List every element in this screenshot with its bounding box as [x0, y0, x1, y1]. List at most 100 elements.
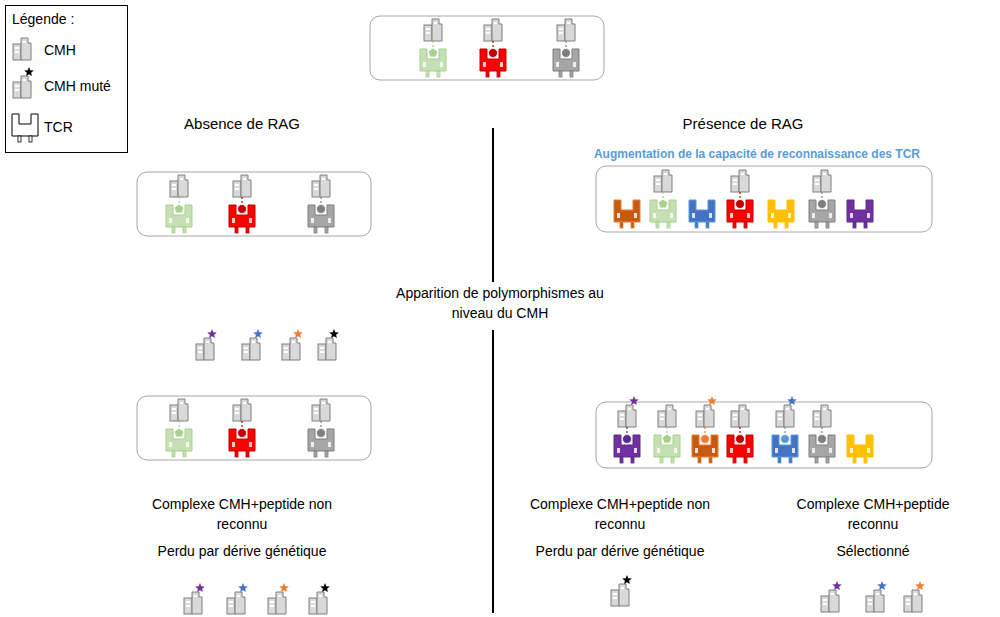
mhc-notch — [778, 414, 782, 416]
mhc-chain — [813, 176, 821, 192]
tcr-body — [847, 200, 873, 222]
mhc-notch — [668, 408, 671, 410]
tcr-leg — [826, 457, 829, 463]
tcr-mark — [657, 448, 660, 453]
mhc-chain — [618, 411, 626, 427]
tcr-body — [727, 200, 753, 222]
mhc-notch — [868, 599, 872, 601]
mhc-notch — [229, 605, 233, 607]
mhc-notch — [244, 347, 248, 349]
mhc-notch — [328, 341, 331, 343]
mhc-notch — [252, 341, 255, 343]
binding-dash — [178, 421, 179, 428]
mhc-chain — [619, 584, 629, 606]
mhc-chain — [662, 170, 672, 192]
mhc-notch — [823, 173, 826, 175]
tcr-mark — [829, 448, 832, 453]
tcr-mark — [634, 448, 637, 453]
tcr-leg — [698, 457, 701, 463]
tcr-body — [847, 435, 873, 457]
tcr-leg — [235, 227, 238, 233]
mhc-icon — [821, 581, 842, 612]
mhc-notch — [278, 595, 281, 597]
mhc-notch — [237, 595, 240, 597]
tcr-leg — [656, 222, 659, 228]
mutation-star — [24, 67, 34, 76]
tcr-mark — [232, 218, 235, 223]
tcr-leg — [235, 451, 238, 457]
mhc-notch — [243, 402, 246, 404]
mhc-notch — [15, 89, 19, 91]
mhc-notch — [314, 412, 318, 414]
mhc-icon — [813, 170, 831, 192]
tcr-icon — [650, 200, 676, 228]
binding-dash — [320, 197, 321, 204]
mhc-notch — [559, 32, 563, 34]
mutation-star — [293, 329, 303, 338]
tcr-mark — [249, 218, 252, 223]
tcr-body — [772, 435, 798, 457]
tcr-icon — [768, 200, 794, 228]
mhc-icon — [618, 396, 639, 427]
mhc-notch — [698, 414, 702, 416]
peptide — [238, 205, 247, 214]
mhc-notch — [15, 47, 19, 49]
mhc-chain — [318, 344, 326, 360]
tcr-leg — [744, 457, 747, 463]
tcr-leg — [815, 457, 818, 463]
mhc-chain — [227, 598, 235, 614]
outcome-text: Complexe CMH+peptide non reconnu — [142, 494, 342, 534]
tcr-icon — [229, 205, 255, 233]
mhc-notch — [567, 22, 570, 24]
mhc-chain — [13, 44, 21, 60]
tcr-icon — [809, 435, 835, 463]
tcr-body — [166, 429, 192, 451]
tcr-mark — [653, 213, 656, 218]
mhc-chain — [326, 338, 336, 360]
mhc-chain — [739, 170, 749, 192]
tcr-leg — [706, 222, 709, 228]
mhc-notch — [284, 347, 288, 349]
tcr-mark — [674, 448, 677, 453]
mutation-star — [207, 329, 217, 338]
mhc-icon — [282, 329, 303, 360]
peptide — [818, 435, 827, 444]
tcr-leg — [695, 222, 698, 228]
tcr-leg — [826, 222, 829, 228]
binding-dash — [662, 192, 663, 199]
peptide — [781, 435, 790, 444]
tcr-leg — [815, 222, 818, 228]
tcr-body — [420, 49, 446, 71]
mhc-chain — [290, 338, 300, 360]
mhc-chain — [196, 344, 204, 360]
mutation-star — [707, 396, 717, 405]
legend-text: CMH — [44, 40, 76, 60]
mhc-icon — [654, 170, 672, 192]
outcome-text: Perdu par dérive génétique — [500, 541, 740, 561]
tcr-mark — [186, 218, 189, 223]
mhc-chain — [250, 338, 260, 360]
mhc-chain — [731, 411, 739, 427]
highlight-note: Augmentation de la capacité de reconnais… — [547, 144, 967, 164]
tcr-mark — [775, 448, 778, 453]
mhc-chain — [233, 181, 241, 197]
mhc-chain — [866, 596, 874, 612]
tcr-leg — [671, 457, 674, 463]
mhc-chain — [242, 344, 250, 360]
tcr-icon — [166, 205, 192, 233]
mhc-chain — [904, 596, 912, 612]
tcr-leg — [853, 222, 856, 228]
mhc-chain — [317, 592, 327, 614]
mhc-chain — [178, 399, 188, 421]
mhc-notch — [823, 599, 827, 601]
tcr-body — [229, 205, 255, 227]
mhc-chain — [776, 411, 784, 427]
mhc-notch — [15, 51, 19, 53]
legend-heading: Légende : — [12, 9, 122, 29]
mutation-star — [238, 583, 248, 592]
tcr-body — [166, 205, 192, 227]
tcr-mark — [730, 448, 733, 453]
mhc-chain — [204, 338, 214, 360]
mhc-chain — [21, 76, 31, 98]
tcr-leg — [631, 457, 634, 463]
